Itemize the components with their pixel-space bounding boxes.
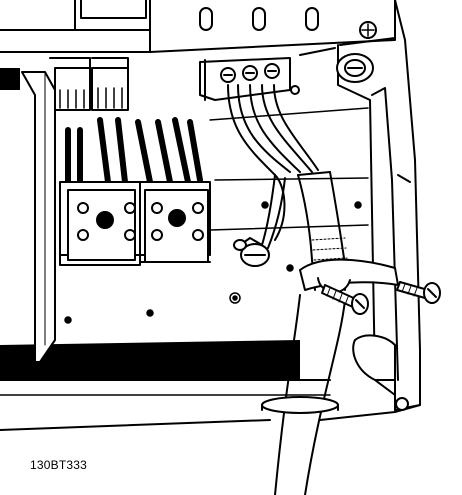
mains-terminal-block (199, 57, 300, 101)
shielded-motor-cable (274, 171, 348, 495)
cable-clamp (299, 258, 399, 294)
left-divider-plate (21, 71, 56, 363)
enclosure-shadow (0, 68, 300, 380)
cable-gland-fitting (352, 334, 396, 381)
upper-housing (0, 0, 396, 53)
control-connectors (49, 57, 129, 111)
motor-terminal-block-right (139, 181, 211, 263)
ground-screw-icon (336, 53, 374, 83)
clamp-screw-right-icon (396, 281, 441, 304)
cover-screw-icon (395, 397, 409, 411)
figure-reference-code: 130BT333 (30, 458, 87, 472)
supply-wires (227, 84, 319, 241)
cable-entry-hole (261, 396, 339, 414)
motor-terminal-block-left (59, 181, 141, 266)
motor-cables (65, 117, 203, 185)
earth-wire (233, 174, 286, 267)
clamp-screw-left-icon (321, 284, 369, 315)
